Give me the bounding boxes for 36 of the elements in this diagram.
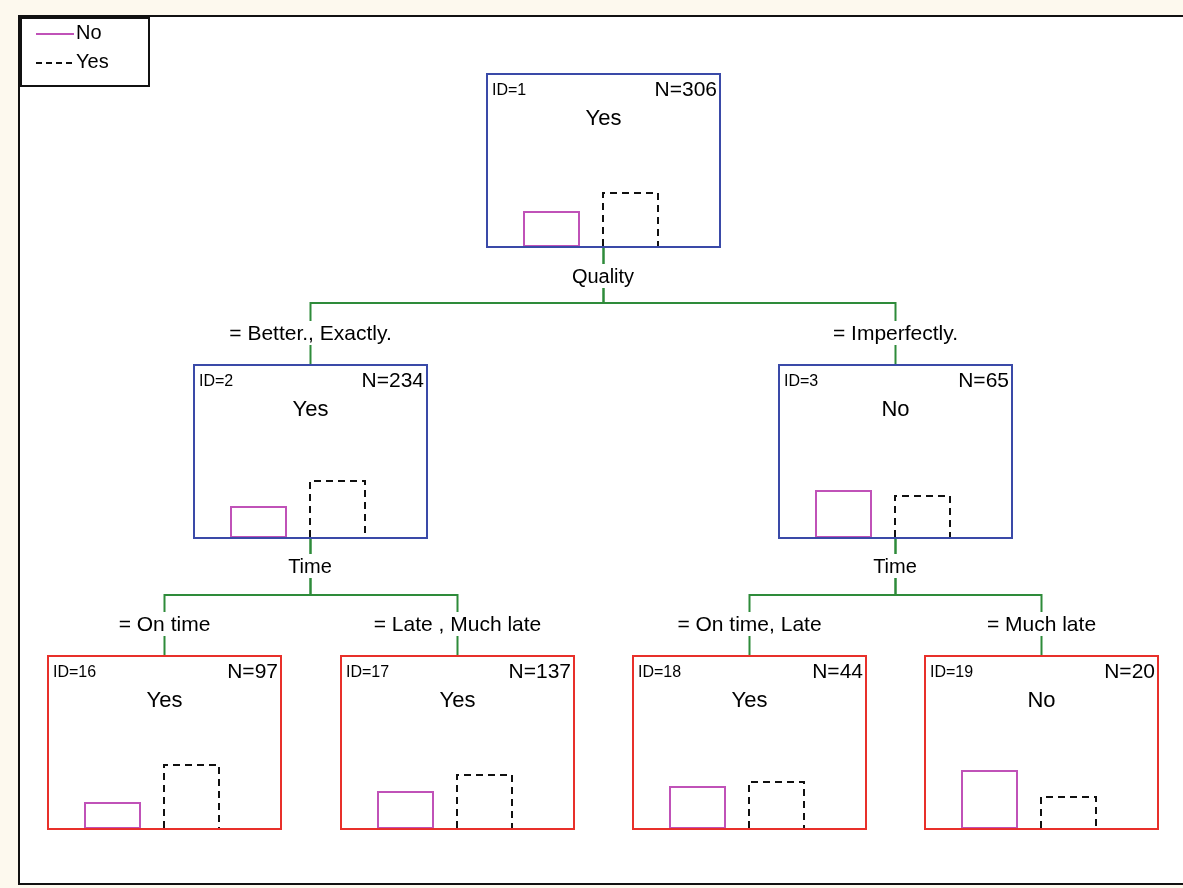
sample-count-label: N=44	[812, 659, 863, 683]
node-id-label: ID=17	[346, 663, 390, 681]
sample-count-label: N=65	[958, 368, 1009, 392]
tree-node-box	[632, 655, 867, 830]
node-id-label: ID=18	[638, 663, 682, 681]
predicted-class-label: Yes	[146, 687, 183, 712]
predicted-class-label: Yes	[585, 105, 622, 130]
tree-connector	[602, 247, 897, 365]
tree-node-box	[47, 655, 282, 830]
node-id-label: ID=3	[784, 372, 819, 390]
sample-count-label: N=306	[654, 77, 717, 101]
node-id-label: ID=16	[53, 663, 97, 681]
sample-count-label: N=20	[1104, 659, 1155, 683]
split-condition-label: = Late , Much late	[371, 612, 544, 636]
tree-node-box	[486, 73, 721, 248]
node-id-label: ID=1	[492, 81, 527, 99]
sample-count-label: N=137	[508, 659, 571, 683]
legend-label: Yes	[76, 50, 109, 73]
split-condition-label: = On time, Late	[675, 612, 824, 636]
node-id-label: ID=2	[199, 372, 234, 390]
sample-count-label: N=97	[227, 659, 278, 683]
split-condition-label: = On time	[116, 612, 213, 636]
predicted-class-label: Yes	[292, 396, 329, 421]
predicted-class-label: Yes	[731, 687, 768, 712]
tree-node-box	[924, 655, 1159, 830]
predicted-class-label: Yes	[439, 687, 476, 712]
tree-node-box	[193, 364, 428, 539]
sample-count-label: N=234	[361, 368, 424, 392]
predicted-class-label: No	[1027, 687, 1056, 712]
tree-node-box	[340, 655, 575, 830]
node-id-label: ID=19	[930, 663, 974, 681]
split-variable-label: Time	[286, 554, 334, 578]
split-variable-label: Time	[871, 554, 919, 578]
predicted-class-label: No	[881, 396, 910, 421]
tree-node-box	[778, 364, 1013, 539]
legend-label: No	[76, 21, 102, 44]
